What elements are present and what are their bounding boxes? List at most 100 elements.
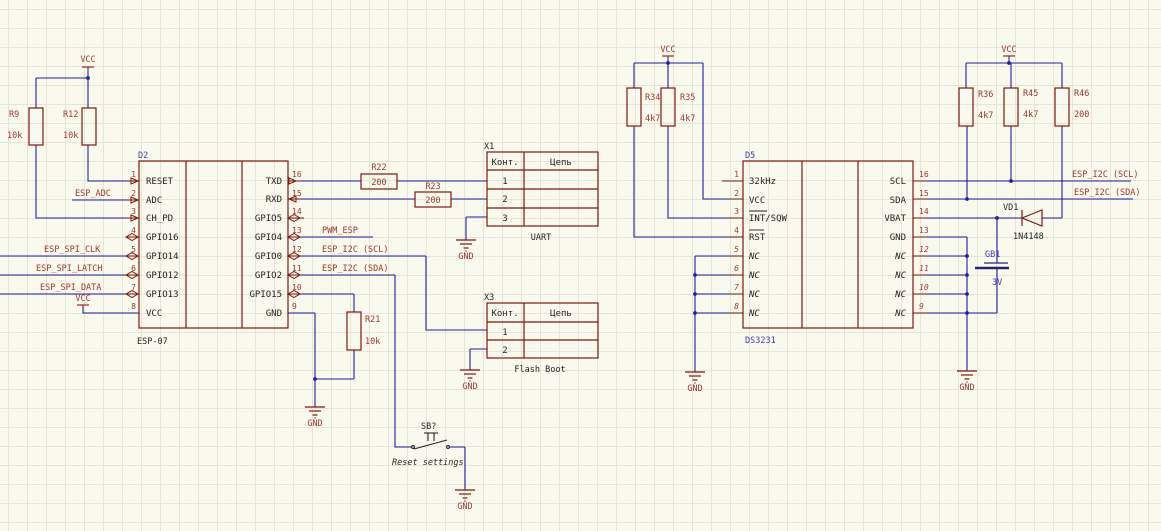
rtc-pin-name: NC — [894, 309, 906, 319]
net-labels: ESP_ADC ESP_SPI_CLK ESP_SPI_LATCH ESP_SP… — [36, 170, 1141, 293]
connector-ref: X1 — [484, 142, 494, 152]
diode-vd1[interactable]: VD1 1N4148 — [1003, 203, 1044, 242]
esp-pin-number: 15 — [292, 189, 302, 198]
rtc-pin-name: NC — [748, 252, 760, 262]
diode-ref: VD1 — [1003, 203, 1018, 213]
battery-ref: GB1 — [985, 250, 1000, 260]
gnd-symbol-esp[interactable]: GND — [304, 406, 326, 429]
rtc-pin-number: 11 — [919, 264, 929, 273]
gnd-label: GND — [462, 382, 477, 392]
vcc-symbol-rtc-right[interactable]: VCC — [1001, 45, 1017, 57]
net-label-i2c-sda: ESP_I2C (SDA) — [1074, 188, 1141, 198]
wire-rtc-left[interactable] — [633, 56, 729, 372]
gnd-symbol-x3[interactable]: GND — [459, 369, 481, 392]
connector-x1[interactable]: X1 Конт. Цепь 1 2 3 UART — [484, 142, 599, 243]
resistor-value: 4k7 — [978, 111, 993, 121]
gnd-symbol-rtc-left[interactable]: GND — [684, 371, 706, 394]
resistor-ref: R22 — [371, 163, 386, 173]
rtc-module[interactable]: D5 DS3231 32kHz VCC INT/SQW RST NC NC NC… — [722, 151, 929, 346]
rtc-pin-number: 10 — [919, 283, 929, 292]
gnd-symbol-rtc-right[interactable]: GND — [956, 370, 978, 393]
column-header-net: Цепь — [550, 158, 572, 168]
esp-pin-number: 4 — [131, 226, 136, 235]
esp-pin-name: RESET — [146, 177, 174, 187]
esp-pin-number: 7 — [131, 283, 136, 292]
resistor-value: 10k — [365, 337, 380, 347]
rtc-pin-number: 8 — [734, 302, 739, 311]
esp-refdes: D2 — [138, 151, 148, 161]
rtc-pin-name: VCC — [749, 196, 765, 206]
resistor-ref: R9 — [9, 110, 19, 120]
resistor-r23[interactable]: R23 200 — [414, 182, 452, 208]
resistor-r45[interactable]: R45 4k7 — [1003, 87, 1038, 127]
rtc-pin-name: NC — [748, 271, 760, 281]
gnd-label: GND — [959, 383, 974, 393]
rtc-refdes: D5 — [745, 151, 755, 161]
esp-pin-number: 16 — [292, 170, 302, 179]
battery-gb1[interactable]: GB1 3V — [975, 250, 1009, 288]
net-label-spi-data: ESP_SPI_DATA — [40, 283, 101, 293]
esp-module[interactable]: D2 ESP-07 RESET ADC CH_PD GPIO16 GPIO14 … — [125, 151, 304, 347]
wire-esp-right[interactable] — [288, 180, 487, 490]
esp-pin-stubs — [126, 180, 304, 295]
esp-pin-name: TXD — [266, 177, 282, 187]
vcc-label: VCC — [660, 45, 675, 55]
esp-pin-number: 12 — [292, 245, 302, 254]
column-header-net: Цепь — [550, 309, 572, 319]
connector-row: 3 — [502, 214, 507, 224]
resistor-r36[interactable]: R36 4k7 — [958, 87, 993, 127]
rtc-pin-number: 6 — [734, 264, 739, 273]
gnd-label: GND — [687, 384, 702, 394]
wire-esp-left[interactable] — [0, 67, 139, 314]
resistor-r9[interactable]: R9 10k — [7, 107, 44, 146]
resistor-value: 4k7 — [1023, 110, 1038, 120]
vcc-symbol-rtc-left[interactable]: VCC — [660, 45, 676, 57]
net-label-i2c-scl: ESP_I2C (SCL) — [1072, 170, 1139, 180]
esp-pin-name: GND — [266, 309, 282, 319]
rtc-pin-number: 16 — [919, 170, 929, 179]
resistor-r21[interactable]: R21 10k — [346, 311, 380, 351]
resistor-r46[interactable]: R46 200 — [1054, 87, 1089, 127]
resistor-r12[interactable]: R12 10k — [63, 107, 97, 146]
rtc-pin-name: 32kHz — [749, 177, 776, 187]
esp-pin-number: 8 — [131, 302, 136, 311]
rtc-pin-number: 15 — [919, 189, 929, 198]
net-label-spi-clk: ESP_SPI_CLK — [44, 245, 101, 255]
rtc-pin-stubs — [722, 180, 927, 314]
net-label-esp-adc: ESP_ADC — [75, 189, 111, 199]
wire-rtc-right[interactable] — [927, 56, 1133, 371]
gnd-symbol-x1[interactable]: GND — [455, 239, 477, 262]
rtc-pin-name: SDA — [890, 196, 907, 206]
rtc-pin-number: 12 — [919, 245, 929, 254]
resistor-ref: R21 — [365, 315, 380, 325]
diode-part: 1N4148 — [1013, 232, 1044, 242]
connector-row: 1 — [502, 328, 507, 338]
esp-pin-name: GPIO12 — [146, 271, 179, 281]
connector-x3[interactable]: X3 Конт. Цепь 1 2 Flash Boot — [484, 293, 599, 375]
esp-pin-name: GPIO14 — [146, 252, 179, 262]
esp-pin-name: GPIO16 — [146, 233, 179, 243]
esp-pin-name: RXD — [266, 195, 282, 205]
reset-button[interactable]: SB? Reset settings — [392, 422, 464, 468]
rtc-pin-number: 5 — [734, 245, 739, 254]
esp-pin-name: GPIO13 — [146, 290, 179, 300]
vcc-symbol-esp-pin8[interactable]: VCC — [75, 294, 91, 306]
esp-pin-number: 5 — [131, 245, 136, 254]
wires[interactable] — [0, 56, 1133, 490]
resistor-r34[interactable]: R34 4k7 — [626, 87, 660, 127]
connector-row: 2 — [502, 346, 507, 356]
vcc-symbol-esp-top[interactable]: VCC — [80, 55, 96, 68]
rtc-pin-name: SCL — [890, 177, 906, 187]
esp-pin-name: GPIO5 — [255, 214, 282, 224]
connector-ref: X3 — [484, 293, 494, 303]
rtc-pin-name: NC — [894, 271, 906, 281]
esp-part-name: ESP-07 — [137, 337, 168, 347]
resistor-r22[interactable]: R22 200 — [360, 163, 398, 190]
resistor-r35[interactable]: R35 4k7 — [660, 87, 695, 127]
rtc-pin-name: INT/SQW — [749, 214, 788, 224]
esp-pin-name: GPIO0 — [255, 252, 282, 262]
rtc-pin-number: 1 — [734, 170, 739, 179]
gnd-label: GND — [457, 502, 472, 512]
gnd-symbol-button[interactable]: GND — [454, 489, 476, 512]
